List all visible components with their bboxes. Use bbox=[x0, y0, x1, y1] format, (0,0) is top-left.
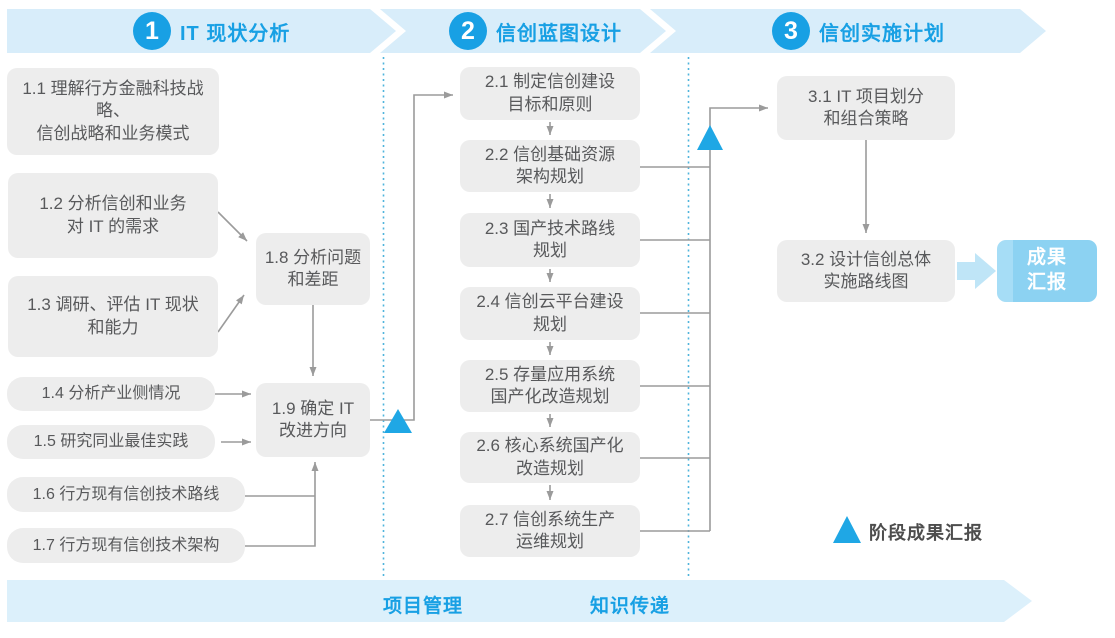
arrow-1-3-to-1-8 bbox=[217, 294, 245, 333]
node-1-3: 1.3 调研、评估 IT 现状 和能力 bbox=[8, 276, 218, 357]
node-1-6: 1.6 行方现有信创技术路线 bbox=[7, 477, 245, 512]
arrow-collector-to-3-1 bbox=[709, 104, 768, 531]
bottom-label-project-management: 项目管理 bbox=[382, 596, 463, 617]
phase1-band bbox=[7, 9, 396, 53]
node-2-5: 2.5 存量应用系统 国产化改造规划 bbox=[460, 360, 640, 412]
phase2-header: 2 信创蓝图设计 bbox=[449, 9, 622, 53]
milestone-triangle-phase1 bbox=[384, 409, 412, 433]
bottom-band bbox=[7, 580, 1032, 622]
node-2-2: 2.2 信创基础资源 架构规划 bbox=[460, 140, 640, 192]
node-1-4: 1.4 分析产业侧情况 bbox=[7, 377, 215, 411]
node-1-2: 1.2 分析信创和业务 对 IT 的需求 bbox=[8, 173, 218, 258]
node-2-4: 2.4 信创云平台建设 规划 bbox=[460, 287, 640, 340]
node-2-1: 2.1 制定信创建设 目标和原则 bbox=[460, 67, 640, 120]
node-2-6: 2.6 核心系统国产化 改造规划 bbox=[460, 432, 640, 483]
legend-label: 阶段成果汇报 bbox=[869, 523, 983, 543]
node-2-3: 2.3 国产技术路线 规划 bbox=[460, 213, 640, 267]
result-report-box: 成果 汇报 bbox=[997, 240, 1097, 302]
phase3-title: 信创实施计划 bbox=[819, 22, 945, 45]
node-1-5: 1.5 研究同业最佳实践 bbox=[7, 425, 215, 459]
phase3-header: 3 信创实施计划 bbox=[772, 9, 945, 53]
node-2-7: 2.7 信创系统生产 运维规划 bbox=[460, 505, 640, 557]
phase1-header: 1 IT 现状分析 bbox=[133, 9, 290, 53]
phase1-number-badge: 1 bbox=[133, 12, 171, 50]
milestone-triangle-phase2 bbox=[697, 125, 723, 150]
arrow-1-2-to-1-8 bbox=[217, 211, 248, 242]
bottom-label-knowledge-transfer: 知识传递 bbox=[589, 596, 670, 617]
arrow-1-7-to-1-9 bbox=[245, 462, 319, 547]
result-arrow bbox=[957, 253, 996, 289]
node-1-7: 1.7 行方现有信创技术架构 bbox=[7, 528, 245, 563]
node-1-8: 1.8 分析问题 和差距 bbox=[256, 233, 370, 305]
node-1-1: 1.1 理解行方金融科技战略、 信创战略和业务模式 bbox=[7, 68, 219, 155]
phase2-number-badge: 2 bbox=[449, 12, 487, 50]
phase3-number-badge: 3 bbox=[772, 12, 810, 50]
phase3-band bbox=[650, 9, 1046, 53]
arrow-1-9-to-2-1 bbox=[370, 91, 453, 421]
node-1-9: 1.9 确定 IT 改进方向 bbox=[256, 383, 370, 457]
node-3-2: 3.2 设计信创总体 实施路线图 bbox=[777, 240, 955, 302]
node-3-1: 3.1 IT 项目划分 和组合策略 bbox=[777, 76, 955, 140]
legend-triangle-icon bbox=[833, 516, 861, 543]
phase1-title: IT 现状分析 bbox=[180, 22, 291, 45]
phase2-title: 信创蓝图设计 bbox=[496, 22, 622, 45]
